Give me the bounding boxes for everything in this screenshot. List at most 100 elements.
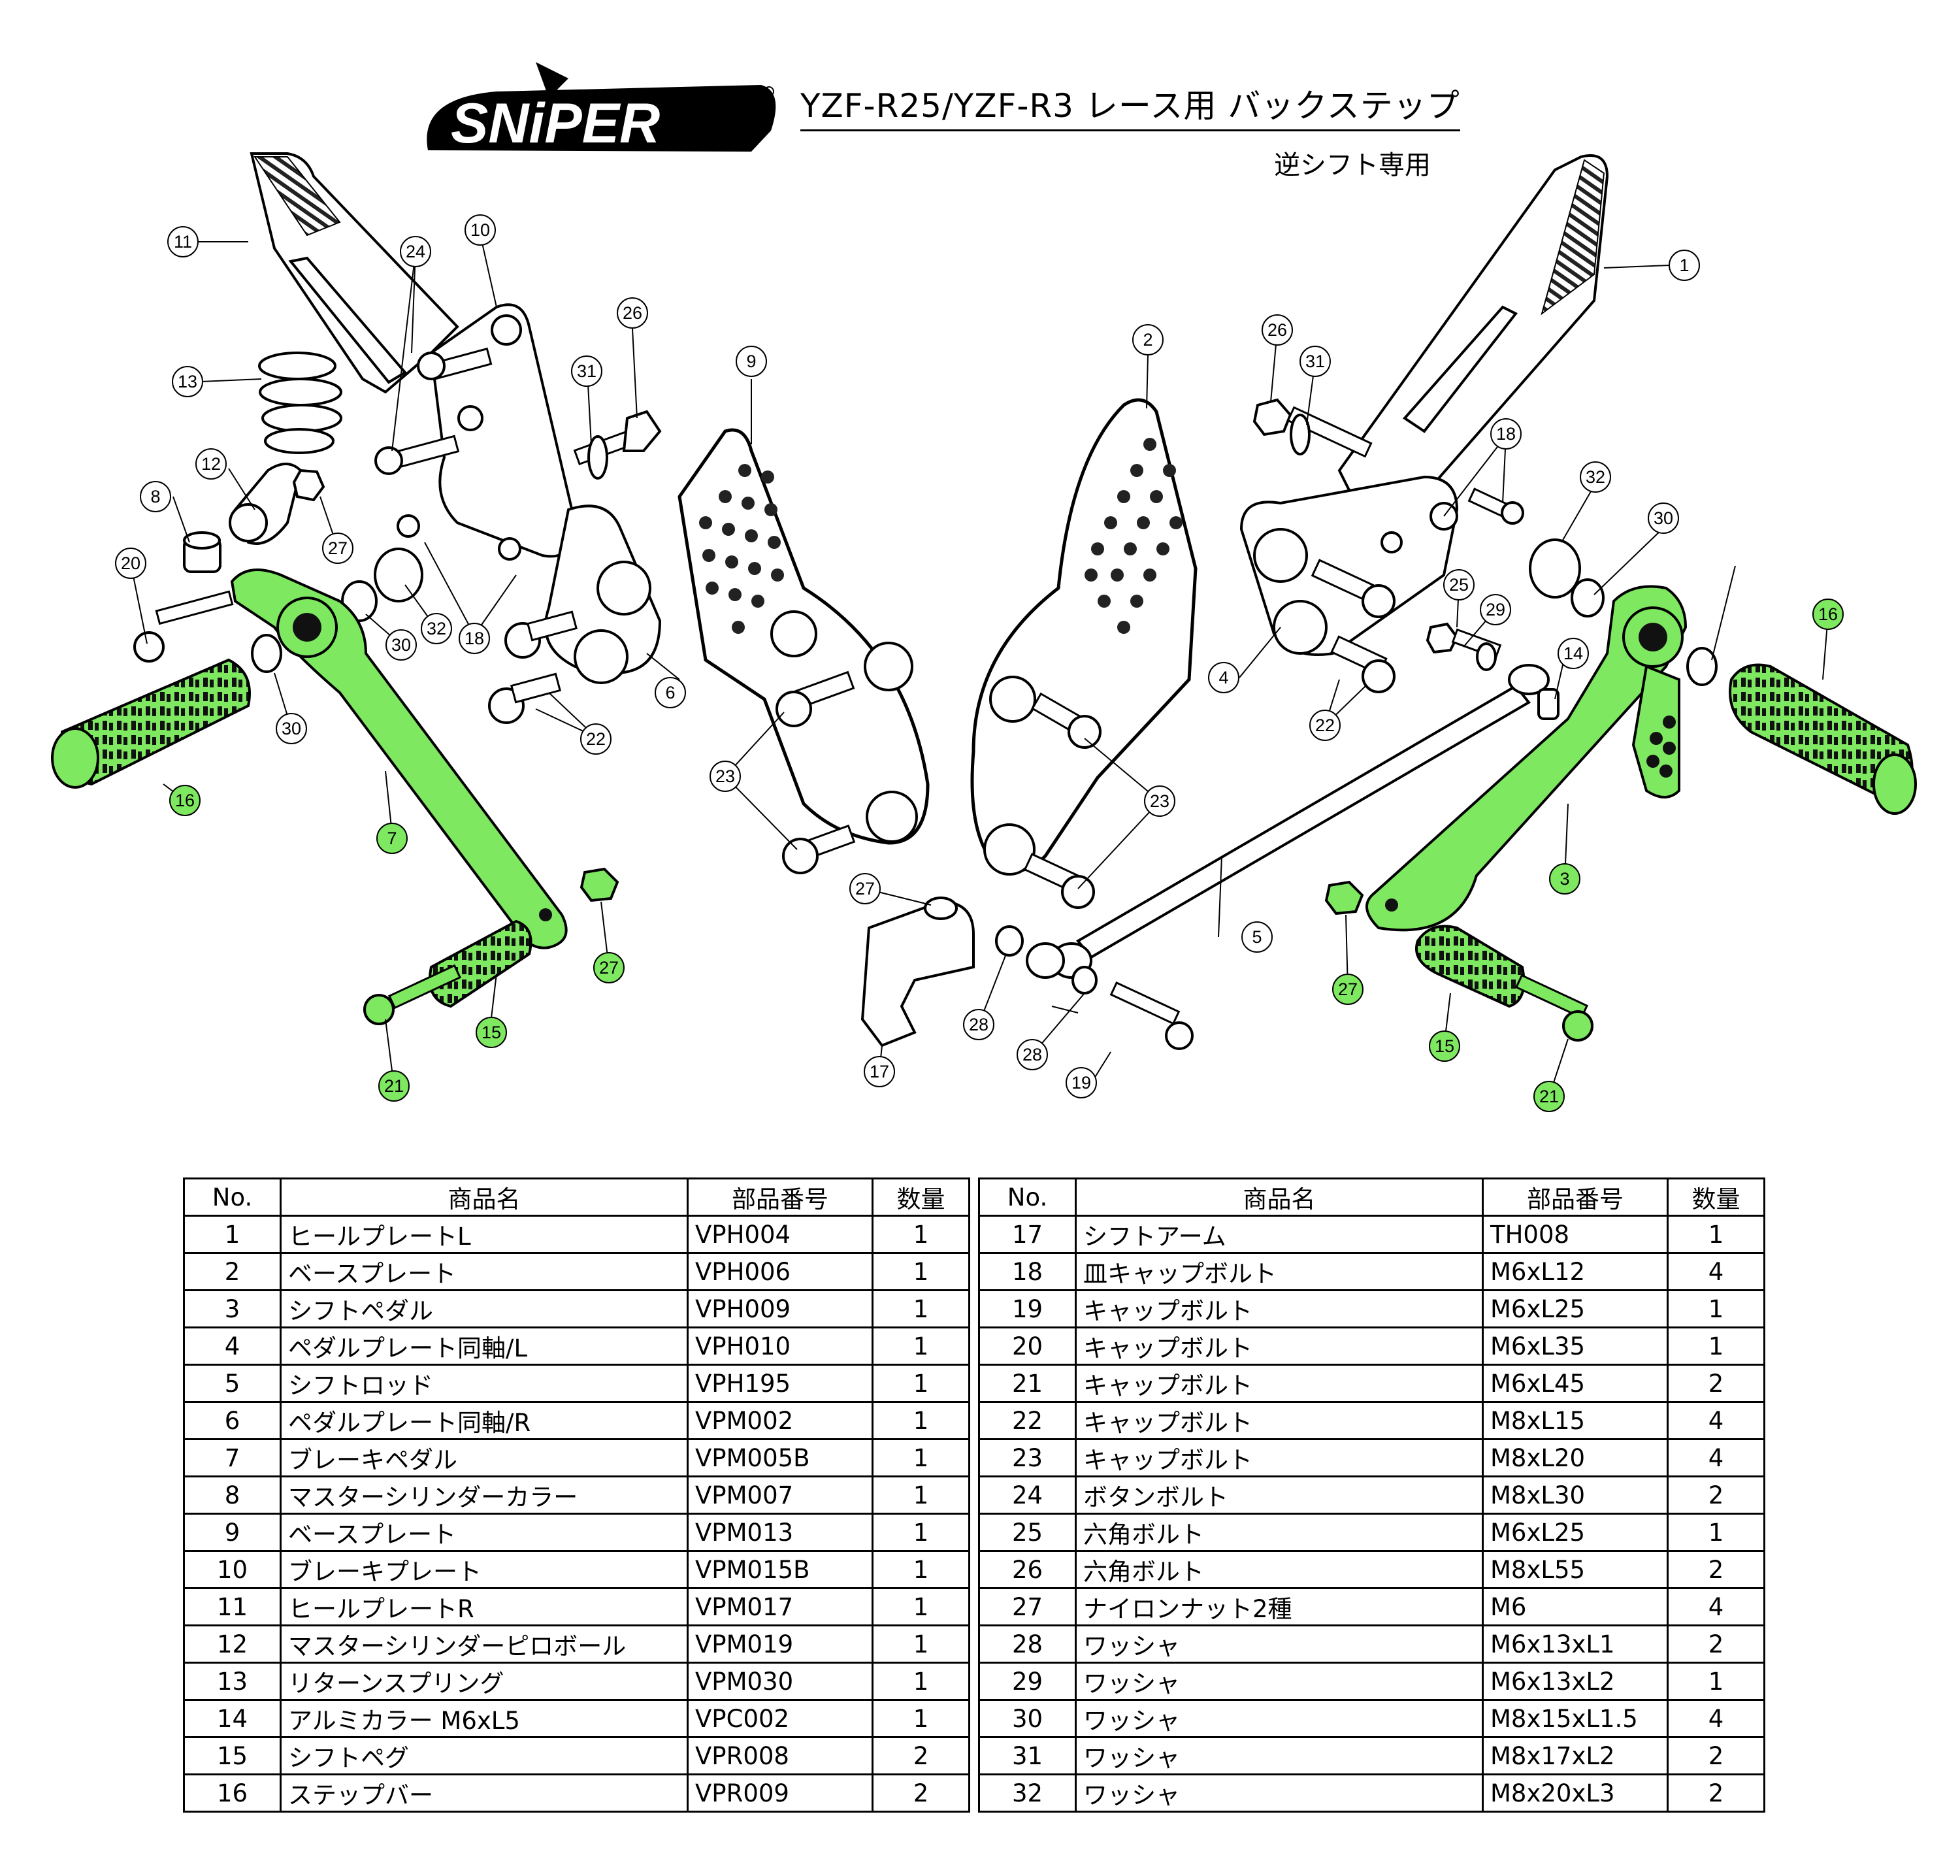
part-number: 13 [183, 1662, 282, 1701]
part-27-nut-right [1324, 880, 1364, 915]
part-8-master-cylinder-collar [183, 531, 221, 573]
part-quantity: 2 [1667, 1550, 1765, 1589]
svg-text:11: 11 [174, 232, 192, 252]
callout-16-left: 16 [169, 785, 201, 816]
callout-27-left: 27 [593, 952, 625, 983]
svg-text:30: 30 [282, 719, 301, 738]
part-number: 3 [183, 1289, 282, 1328]
svg-text:15: 15 [482, 1023, 501, 1042]
part-number: 23 [978, 1438, 1077, 1477]
part-number: 14 [183, 1699, 282, 1738]
callout-27-center: 27 [849, 873, 881, 904]
callout-17: 17 [864, 1056, 895, 1087]
part-16-step-bar-right [1729, 663, 1917, 815]
svg-text:31: 31 [577, 361, 596, 381]
part-name: マスターシリンダーピロボール [280, 1624, 689, 1664]
header-code: 部品番号 [687, 1177, 874, 1217]
table-header-row: No. 商品名 部品番号 数量 No. 商品名 部品番号 数量 [183, 1177, 1765, 1217]
column-gap [968, 1439, 980, 1477]
part-name: ペダルプレート同軸/R [280, 1401, 689, 1440]
part-quantity: 4 [1667, 1587, 1765, 1626]
svg-text:16: 16 [1818, 604, 1838, 624]
svg-text:22: 22 [586, 729, 606, 749]
part-quantity: 1 [1667, 1326, 1765, 1366]
part-code: VPR008 [687, 1736, 874, 1775]
part-name: シフトペダル [280, 1289, 689, 1328]
part-code: M8x15xL1.5 [1482, 1699, 1669, 1738]
svg-text:27: 27 [328, 538, 348, 558]
part-name: ナイロンナット2種 [1075, 1587, 1484, 1626]
part-quantity: 2 [1667, 1364, 1765, 1403]
svg-text:27: 27 [599, 958, 619, 978]
callout-6: 6 [655, 677, 686, 708]
callout-23-left: 23 [710, 761, 741, 792]
part-quantity: 1 [872, 1401, 970, 1440]
callout-22-right: 22 [1309, 710, 1341, 741]
logo-wordmark: SNiPER [451, 92, 660, 155]
part-name: 六角ボルト [1075, 1513, 1484, 1552]
callout-2: 2 [1132, 324, 1164, 355]
callout-22-left: 22 [580, 723, 612, 755]
svg-text:5: 5 [1252, 927, 1262, 947]
bolts-18-22-left [397, 514, 578, 724]
callout-30-right: 30 [1648, 502, 1679, 534]
part-quantity: 2 [1667, 1736, 1765, 1775]
part-code: VPM015B [687, 1550, 874, 1589]
part-7-brake-pedal [230, 568, 568, 949]
part-6-pedal-plate-coaxial-r [544, 504, 662, 684]
part-10-brake-plate [429, 303, 577, 558]
part-number: 18 [978, 1252, 1077, 1291]
callout-26-right: 26 [1262, 314, 1293, 346]
callout-15-left: 15 [476, 1017, 507, 1048]
part-name: 皿キャップボルト [1075, 1252, 1484, 1291]
column-gap [968, 1774, 980, 1812]
part-quantity: 1 [872, 1662, 970, 1701]
callout-8: 8 [140, 481, 171, 512]
part-name: マスターシリンダーカラー [280, 1475, 689, 1515]
callout-21-left: 21 [378, 1070, 410, 1102]
part-name: ベースプレート [280, 1252, 689, 1291]
callout-1: 1 [1669, 250, 1700, 281]
callout-7: 7 [376, 823, 408, 854]
svg-text:3: 3 [1560, 869, 1569, 889]
svg-text:13: 13 [178, 372, 197, 391]
part-quantity: 1 [872, 1550, 970, 1589]
callout-16-right: 16 [1812, 599, 1844, 630]
part-quantity: 1 [1667, 1215, 1765, 1254]
part-name: ワッシャ [1075, 1773, 1484, 1813]
part-13-return-spring [258, 352, 342, 454]
bolt-25-washer-29-collar-14 [1426, 622, 1560, 720]
part-name: リターンスプリング [280, 1662, 689, 1701]
part-quantity: 2 [872, 1773, 970, 1813]
part-number: 16 [183, 1773, 282, 1813]
header-no: No. [978, 1177, 1077, 1217]
part-number: 4 [183, 1326, 282, 1366]
part-code: VPM005B [687, 1438, 874, 1477]
column-gap [968, 1178, 980, 1216]
svg-text:2: 2 [1143, 330, 1152, 350]
exploded-parts-diagram: SNiPER [51, 62, 1917, 1112]
svg-text:27: 27 [855, 879, 875, 898]
part-2-base-plate-right [970, 398, 1198, 909]
column-gap [968, 1551, 980, 1588]
part-code: M6x13xL1 [1482, 1624, 1669, 1664]
part-code: VPH010 [687, 1326, 874, 1366]
callout-31-right: 31 [1299, 346, 1331, 377]
callout-32-left: 32 [421, 613, 452, 644]
part-number: 25 [978, 1513, 1077, 1552]
svg-text:8: 8 [150, 487, 160, 506]
part-name: ブレーキプレート [280, 1550, 689, 1589]
part-number: 12 [183, 1624, 282, 1664]
part-21-bolt-right [1514, 974, 1593, 1042]
callout-10: 10 [465, 214, 496, 246]
part-code: VPC002 [687, 1699, 874, 1738]
part-number: 19 [978, 1289, 1077, 1328]
part-code: M6xL25 [1482, 1289, 1669, 1328]
callout-29: 29 [1480, 594, 1511, 625]
part-name: キャップボルト [1075, 1364, 1484, 1403]
part-code: M6xL35 [1482, 1326, 1669, 1366]
